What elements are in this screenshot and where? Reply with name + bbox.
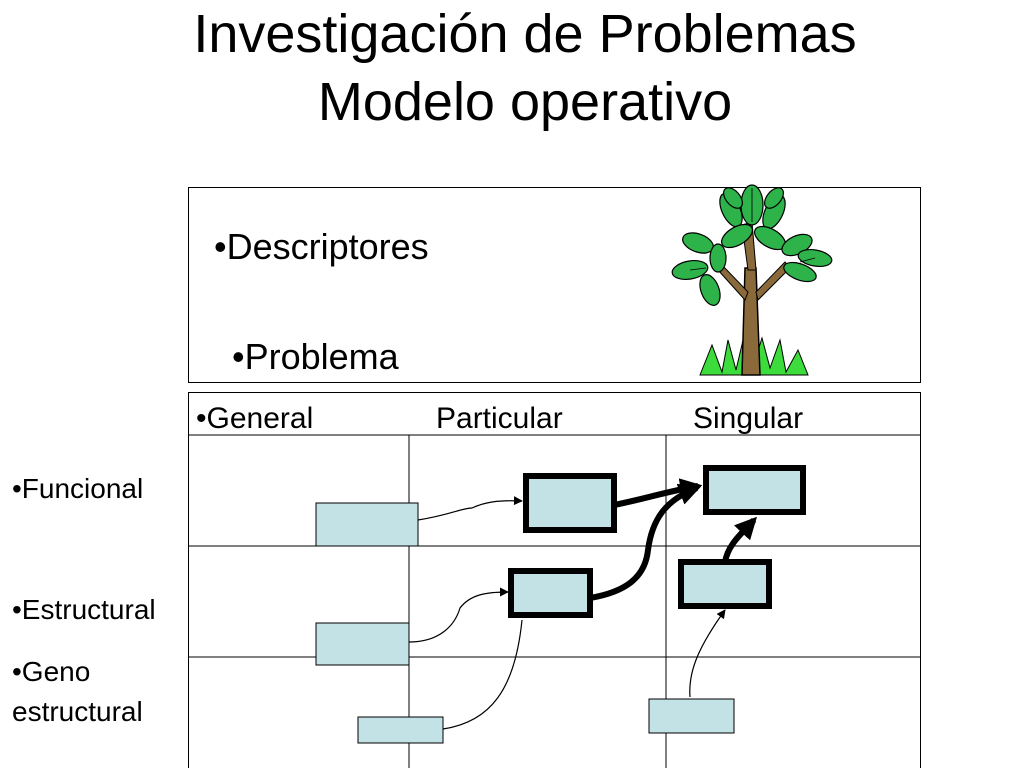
arrow-particular-estructural-to-singular-funcional	[589, 483, 702, 601]
box-singular-estructural	[678, 559, 772, 609]
page-title: Investigación de Problemas Modelo operat…	[0, 0, 1024, 136]
geno-line-1: •Geno	[12, 656, 91, 687]
geno-line-2: estructural	[12, 696, 143, 727]
title-line-2: Modelo operativo	[317, 72, 733, 132]
tree-icon	[671, 184, 833, 376]
column-singular-label: Singular	[693, 402, 804, 435]
descriptors-box	[188, 187, 921, 383]
row-estructural-label: •Estructural	[12, 594, 156, 625]
box-particular-funcional	[523, 473, 617, 533]
box-particular-estructural	[508, 568, 593, 618]
descriptores-label: •Descriptores	[214, 226, 429, 267]
row-geno-estructural-label: •Geno estructural	[12, 652, 143, 732]
problema-label: •Problema	[232, 336, 399, 377]
box-singular-funcional	[703, 465, 806, 515]
column-particular-label: Particular	[436, 402, 563, 435]
title-line-1: Investigación de Problemas	[193, 4, 857, 64]
column-general-label: •General	[196, 402, 314, 435]
arrow-geno-to-singular-estructural	[689, 609, 726, 698]
box-singular-geno	[648, 698, 735, 734]
arrow-geno-to-particular-estructural	[442, 619, 523, 730]
arrow-general-to-particular-estructural	[408, 587, 509, 643]
arrow-general-to-particular-funcional	[417, 496, 523, 521]
row-funcional-label: •Funcional	[12, 473, 144, 504]
box-general-funcional	[315, 502, 419, 547]
box-general-geno	[357, 716, 444, 744]
arrow-singular-estructural-to-singular-funcional	[722, 516, 758, 563]
box-general-estructural	[315, 622, 410, 666]
classification-grid	[188, 392, 921, 768]
